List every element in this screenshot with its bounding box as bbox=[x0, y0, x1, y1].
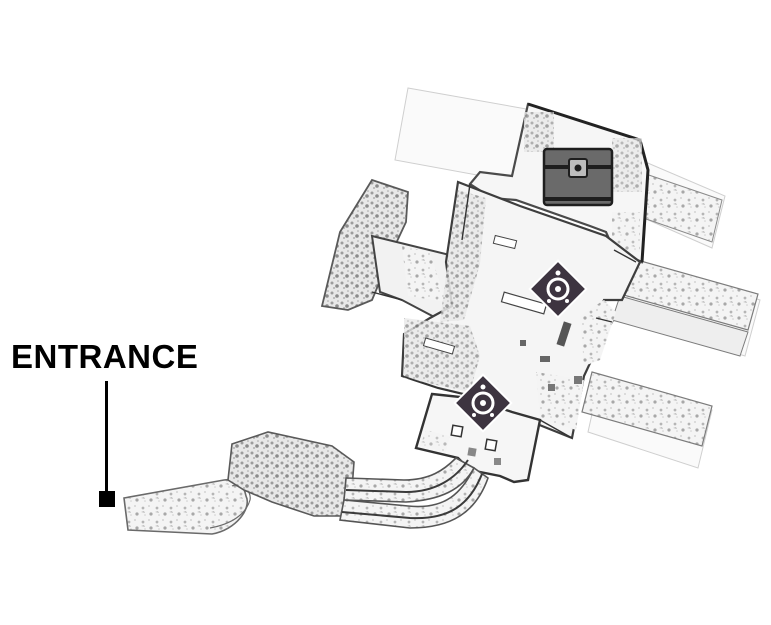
entrance-leader-line bbox=[105, 381, 108, 493]
entrance-square-marker-icon[interactable] bbox=[99, 491, 115, 507]
map-central-hall bbox=[400, 180, 642, 440]
ring-diamond-icon-1[interactable] bbox=[527, 258, 589, 320]
ring-diamond-icon-2[interactable] bbox=[452, 372, 514, 434]
map-wall-details bbox=[371, 183, 637, 439]
map-approach-paths bbox=[123, 431, 489, 535]
treasure-chest-icon[interactable] bbox=[542, 147, 614, 209]
entrance-label: ENTRANCE bbox=[11, 338, 199, 375]
